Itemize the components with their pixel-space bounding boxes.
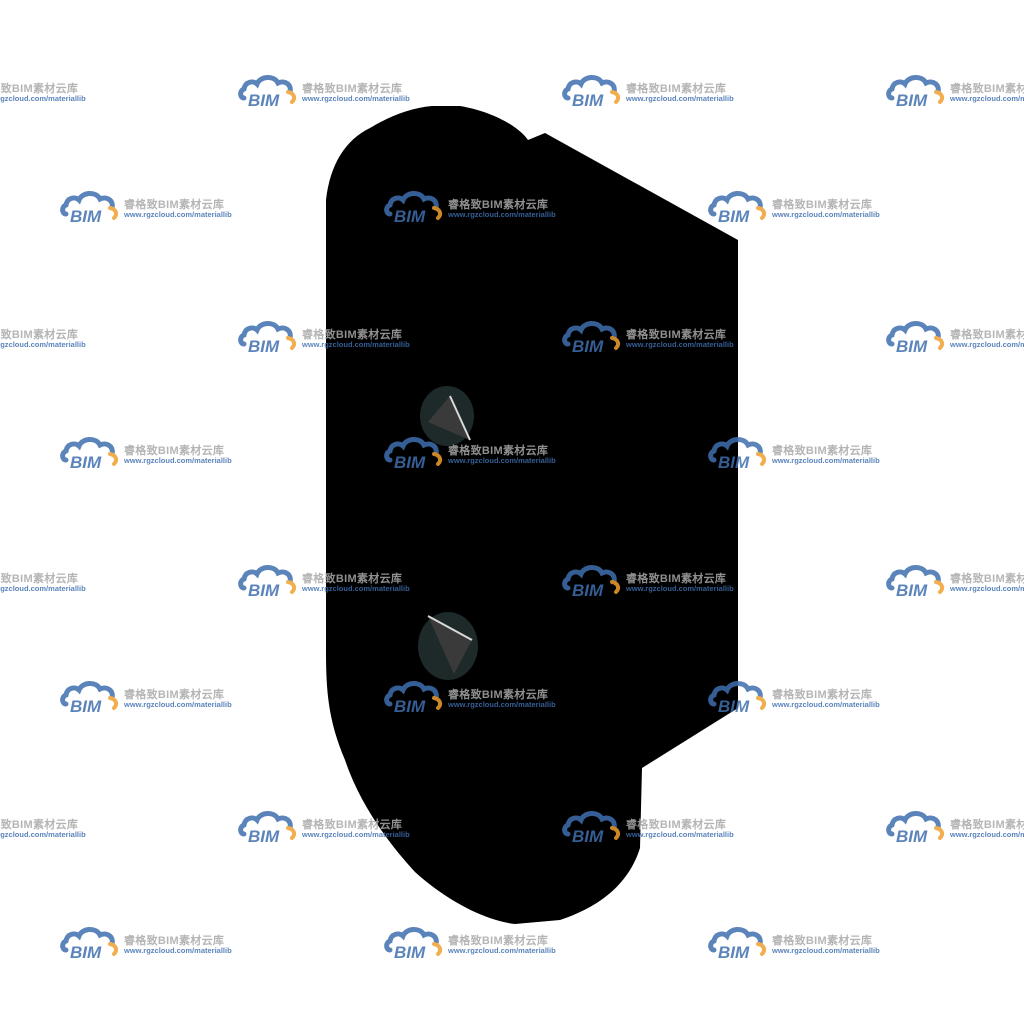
lower-marker-icon [428, 616, 472, 674]
upper-marker-edge [449, 395, 471, 441]
upper-marker-icon [428, 396, 470, 440]
component-body [326, 106, 738, 924]
lower-marker-edge [427, 615, 473, 641]
